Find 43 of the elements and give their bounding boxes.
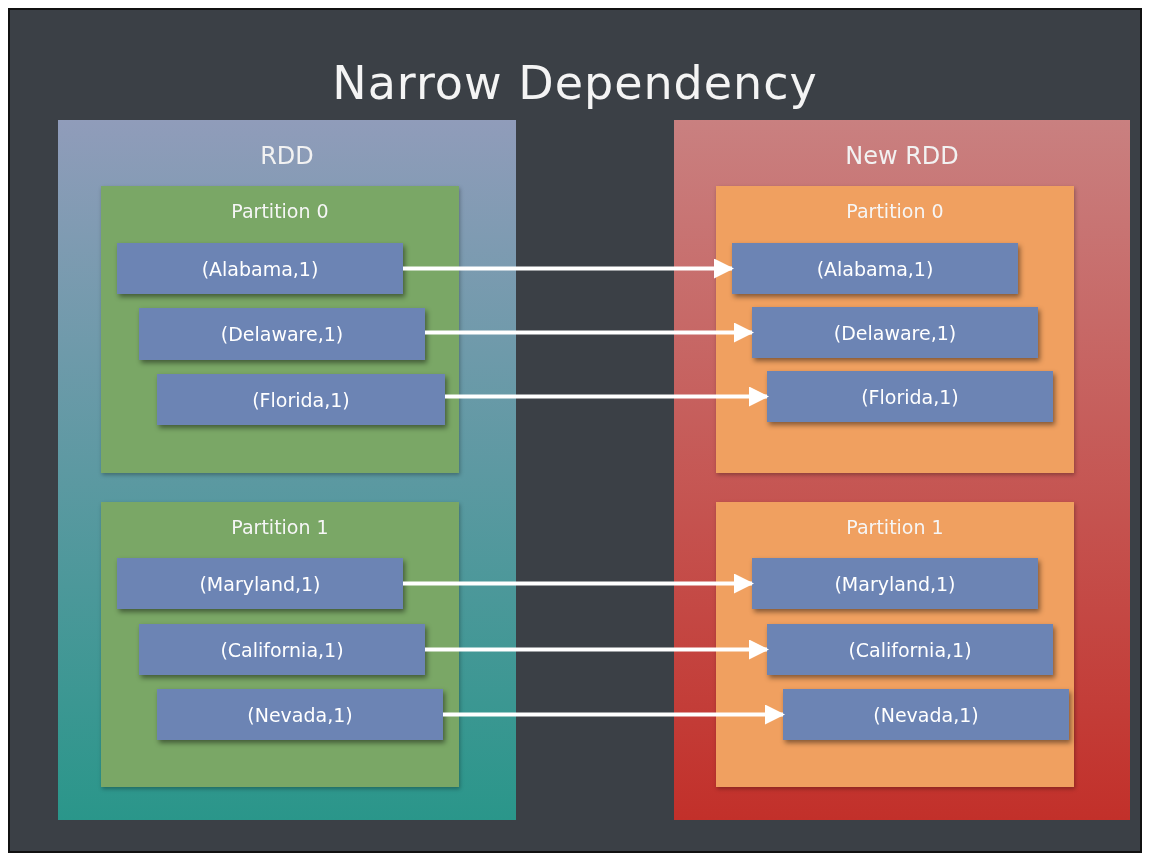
partition-box — [101, 186, 459, 473]
record-label: (Nevada,1) — [873, 703, 979, 726]
arrow — [445, 386, 769, 407]
partition-title: Partition 0 — [845, 200, 945, 222]
record-box — [752, 558, 1038, 609]
record-label: (Maryland,1) — [199, 572, 321, 595]
record-box — [157, 689, 443, 740]
record-label: (Nevada,1) — [247, 703, 353, 726]
record-box — [732, 243, 1018, 294]
record-box — [117, 243, 403, 294]
record-label: (Delaware,1) — [220, 323, 344, 345]
diagram-title: Narrow Dependency — [331, 56, 819, 110]
record-label: (Florida,1) — [861, 385, 959, 408]
rdd-panel — [674, 120, 1130, 820]
record-box — [117, 558, 403, 609]
rdd-panel — [58, 120, 516, 820]
record-label: (Maryland,1) — [834, 572, 956, 595]
partition-box — [716, 186, 1074, 473]
record-label: (Delaware,1) — [833, 321, 957, 344]
record-box — [157, 374, 445, 425]
panel-title: New RDD — [844, 142, 960, 170]
partition-box — [716, 502, 1074, 787]
arrow — [425, 322, 754, 343]
partition-title: Partition 1 — [230, 516, 330, 538]
record-box — [767, 371, 1053, 422]
record-label: (Florida,1) — [252, 388, 350, 411]
record-label: (Alabama,1) — [816, 257, 934, 280]
partition-title: Partition 1 — [845, 516, 945, 538]
partition-title: Partition 0 — [230, 200, 330, 222]
record-box — [752, 307, 1038, 358]
record-box — [767, 624, 1053, 675]
panel-title: RDD — [259, 142, 315, 170]
record-label: (California,1) — [848, 638, 972, 661]
arrow — [425, 639, 769, 660]
record-box — [139, 308, 425, 360]
record-box — [139, 624, 425, 675]
record-label: (California,1) — [220, 638, 344, 661]
record-box — [783, 689, 1069, 740]
record-label: (Alabama,1) — [201, 257, 319, 280]
partition-box — [101, 502, 459, 787]
arrow — [443, 704, 785, 725]
arrow — [403, 258, 734, 279]
arrow — [403, 573, 754, 594]
